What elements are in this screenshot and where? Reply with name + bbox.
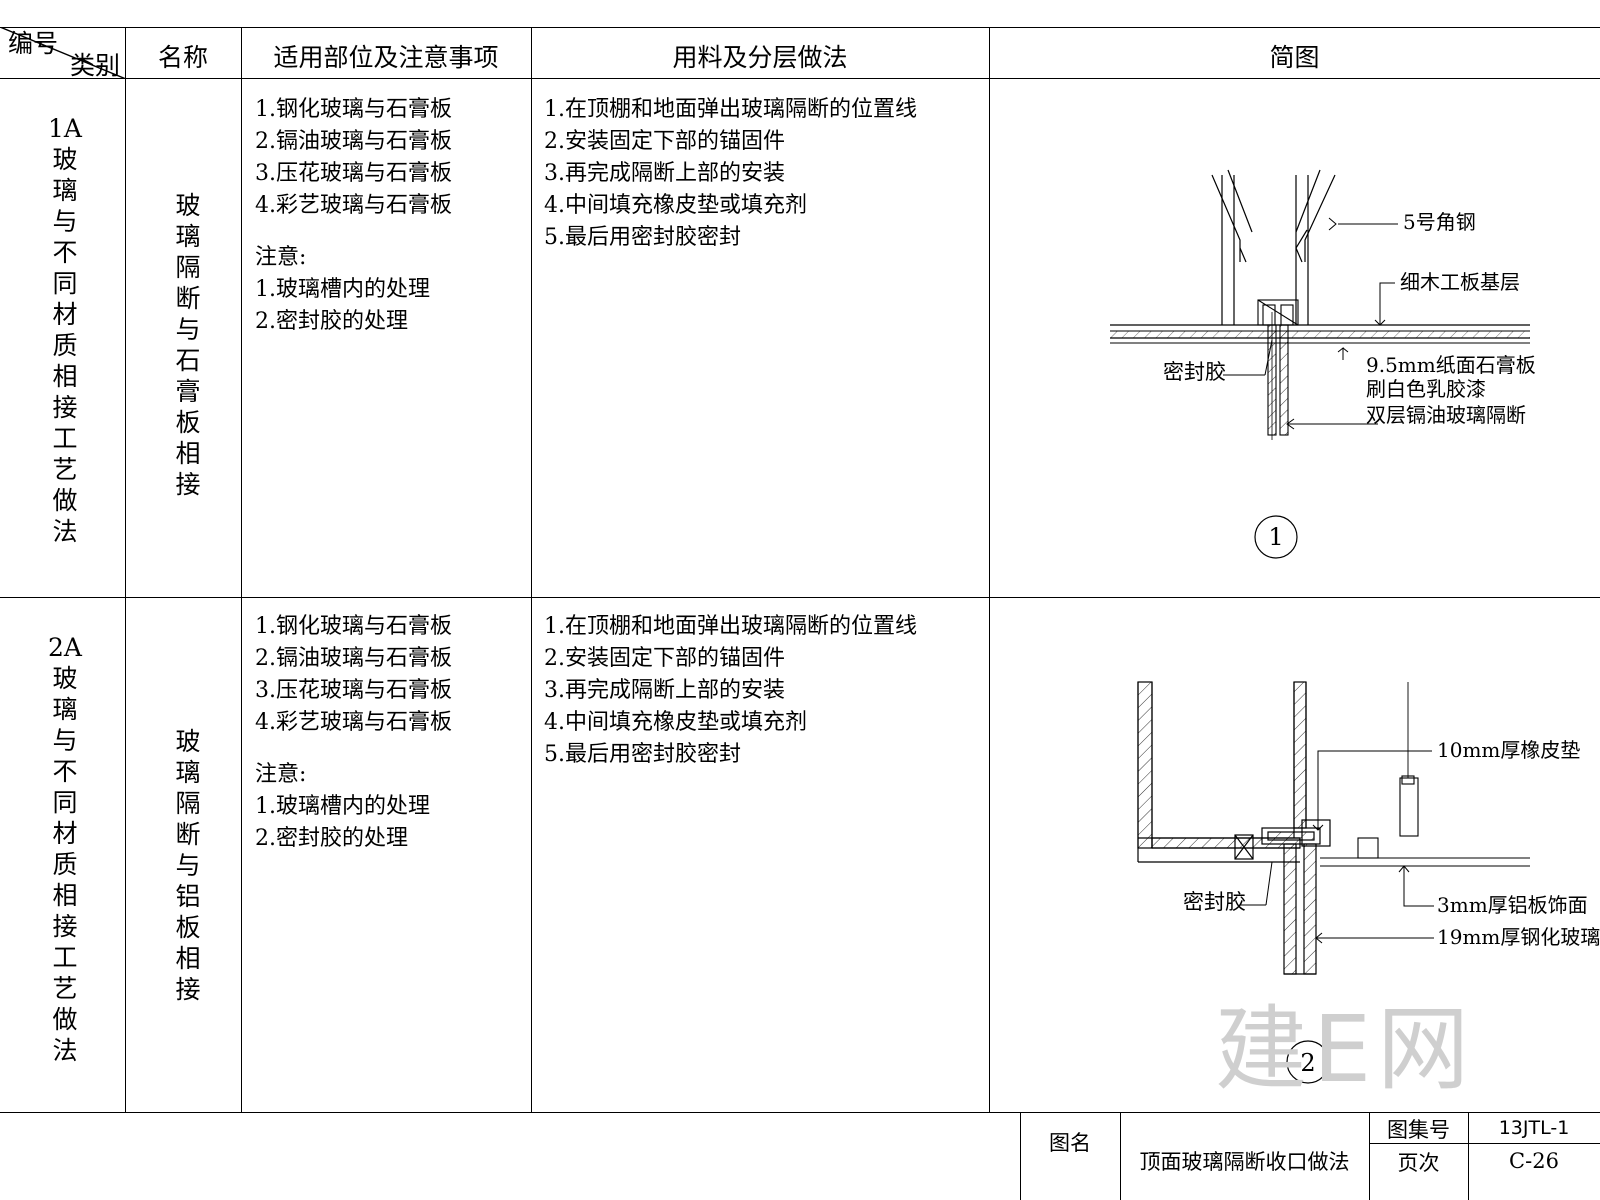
titleblock-divider-2 [1120, 1112, 1121, 1200]
method-item: 3.再完成隔断上部的安装 [544, 678, 785, 703]
titleblock-divider-4 [1468, 1112, 1469, 1200]
scope-item: 4.彩艺玻璃与石膏板 [255, 193, 452, 218]
header-bottom-border [0, 78, 1600, 79]
detail-number-circle-2 [1286, 1040, 1330, 1084]
method-item: 1.在顶棚和地面弹出玻璃隔断的位置线 [544, 614, 917, 639]
row1-scope-list: 1.钢化玻璃与石膏板 2.镉油玻璃与石膏板 3.压花玻璃与石膏板 4.彩艺玻璃与… [255, 94, 452, 338]
leader-lines-2 [1240, 750, 1434, 944]
scope-item: 2.镉油玻璃与石膏板 [255, 646, 452, 671]
table-top-border [0, 27, 1600, 28]
method-item: 5.最后用密封胶密封 [544, 225, 741, 250]
header-name: 名称 [157, 43, 208, 72]
detail-number-2: 2 [1300, 1049, 1315, 1077]
detail-drawing-2: 10mm厚橡皮垫 3mm厚铝板饰面 19mm厚钢化玻璃 密封胶 2 [1137, 681, 1600, 1084]
note-item: 2.密封胶的处理 [255, 826, 408, 851]
corner-diagonal [0, 27, 126, 79]
col-divider-method [989, 27, 990, 1112]
col-divider-scope [531, 27, 532, 1112]
titleblock-drawing-name: 顶面玻璃隔断收口做法 [1139, 1150, 1350, 1174]
label-angle-steel: 5号角钢 [1403, 210, 1476, 234]
label-glass-2: 19mm厚钢化玻璃 [1437, 925, 1600, 949]
scope-item: 1.钢化玻璃与石膏板 [255, 97, 452, 122]
ceiling-layers [1110, 324, 1530, 344]
scope-item: 3.压花玻璃与石膏板 [255, 678, 452, 703]
table-bottom-border [0, 1112, 1600, 1113]
note-item: 1.玻璃槽内的处理 [255, 277, 430, 302]
glass-panes [1267, 312, 1289, 440]
method-item: 3.再完成隔断上部的安装 [544, 161, 785, 186]
method-item: 2.安装固定下部的锚固件 [544, 646, 785, 671]
scope-item: 1.钢化玻璃与石膏板 [255, 614, 452, 639]
detail-drawing-1: 5号角钢 细木工板基层 9.5mm纸面石膏板 刷白色乳胶漆 双层镉油玻璃隔断 密… [1110, 169, 1536, 559]
method-item: 1.在顶棚和地面弹出玻璃隔断的位置线 [544, 97, 917, 122]
scope-item: 2.镉油玻璃与石膏板 [255, 129, 452, 154]
col-divider-code [125, 27, 126, 1112]
row2-method-list: 1.在顶棚和地面弹出玻璃隔断的位置线 2.安装固定下部的锚固件 3.再完成隔断上… [544, 611, 917, 771]
row1-method-list: 1.在顶棚和地面弹出玻璃隔断的位置线 2.安装固定下部的锚固件 3.再完成隔断上… [544, 94, 917, 254]
header-method: 用料及分层做法 [672, 43, 848, 72]
scope-item: 4.彩艺玻璃与石膏板 [255, 710, 452, 735]
label-aluminum: 3mm厚铝板饰面 [1437, 893, 1588, 917]
watermark-logo: 建E网 [1215, 996, 1476, 1103]
leader-lines-1 [1223, 217, 1398, 430]
detail-number-1: 1 [1268, 523, 1283, 551]
titleblock-name-label: 图名 [1049, 1131, 1091, 1155]
row1-name: 玻 璃 隔 断 与 石 膏 板 相 接 [175, 191, 201, 499]
glass-channel-2 [1261, 819, 1331, 975]
row-divider [0, 597, 1600, 598]
detail-number-circle-1 [1254, 515, 1298, 559]
header-sketch: 简图 [1269, 43, 1320, 72]
scope-item: 3.压花玻璃与石膏板 [255, 161, 452, 186]
header-corner-bottom: 类别 [70, 51, 121, 80]
row2-scope-list: 1.钢化玻璃与石膏板 2.镉油玻璃与石膏板 3.压花玻璃与石膏板 4.彩艺玻璃与… [255, 611, 452, 855]
titleblock-atlas-label: 图集号 [1387, 1118, 1450, 1142]
row2-code-category: 2A 玻 璃 与 不 同 材 质 相 接 工 艺 做 法 [48, 633, 82, 1065]
header-corner-top: 编号 [8, 29, 59, 58]
row2-name: 玻 璃 隔 断 与 铝 板 相 接 [175, 727, 201, 1004]
note-title: 注意: [255, 245, 307, 270]
note-title: 注意: [255, 762, 307, 787]
label-rubber: 10mm厚橡皮垫 [1437, 738, 1580, 762]
aluminum-panel [1320, 682, 1530, 867]
titleblock-mid-line [1369, 1143, 1600, 1144]
titleblock-divider-3 [1369, 1112, 1370, 1200]
method-item: 5.最后用密封胶密封 [544, 742, 741, 767]
glass-channel [1257, 299, 1299, 326]
row1-code-category: 1A 玻 璃 与 不 同 材 质 相 接 工 艺 做 法 [48, 114, 82, 546]
header-scope: 适用部位及注意事项 [273, 43, 499, 72]
titleblock-page-no: C-26 [1509, 1149, 1559, 1173]
method-item: 4.中间填充橡皮垫或填充剂 [544, 193, 807, 218]
method-item: 2.安装固定下部的锚固件 [544, 129, 785, 154]
titleblock-atlas-no: 13JTL-1 [1498, 1117, 1570, 1139]
note-item: 1.玻璃槽内的处理 [255, 794, 430, 819]
col-divider-name [241, 27, 242, 1112]
angle-steel-supports [1211, 169, 1336, 325]
label-gypsum-2: 刷白色乳胶漆 [1366, 377, 1486, 401]
label-sealant-1: 密封胶 [1163, 360, 1226, 384]
method-item: 4.中间填充橡皮垫或填充剂 [544, 710, 807, 735]
titleblock-divider-1 [1020, 1112, 1021, 1200]
titleblock-page-label: 页次 [1397, 1151, 1440, 1175]
label-gypsum-1: 9.5mm纸面石膏板 [1366, 353, 1536, 377]
note-item: 2.密封胶的处理 [255, 309, 408, 334]
label-glass-1: 双层镉油玻璃隔断 [1366, 403, 1526, 427]
label-wood-base: 细木工板基层 [1400, 270, 1520, 294]
label-sealant-2: 密封胶 [1183, 890, 1246, 914]
